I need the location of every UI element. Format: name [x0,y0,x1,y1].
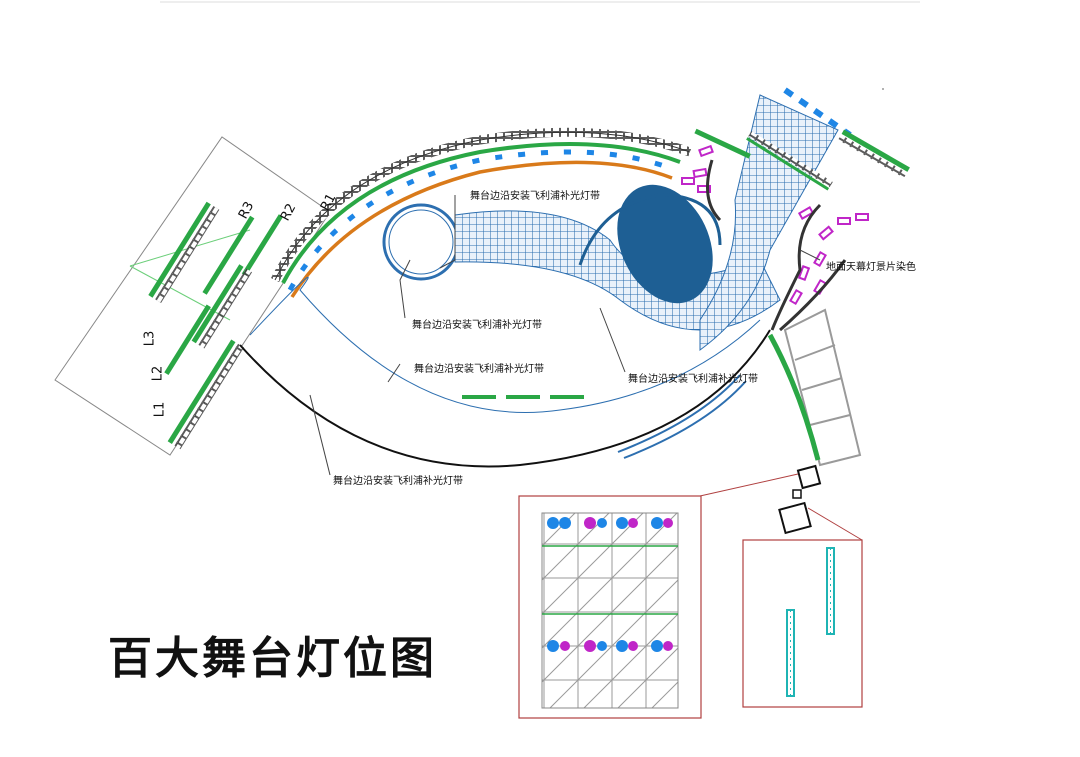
truss-detail-frame [742,539,863,708]
top-green-strip [281,142,681,284]
magenta-fixture [797,206,815,220]
upper-right-rigging [694,87,910,191]
light-bar-r2 [241,214,284,277]
right-truss-block [767,308,862,535]
light-bar-l2 [164,304,211,375]
magenta-fixtures [681,144,869,306]
led-mesh-ribbon [454,210,781,331]
dark-cable-right-2 [779,259,847,332]
speaker-box-large [778,501,812,535]
light-bar-r3-b [202,215,255,295]
light-bar-r3-a [148,201,220,304]
magenta-fixture [697,185,711,193]
zone-label-l3: L3 [142,330,158,347]
page-title: 百大舞台灯位图 [108,633,437,684]
annotation-lower-right: 舞台边沿安装飞利浦补光灯带 [628,374,758,385]
scaffold-grid [541,512,679,709]
detail-callout-truss [742,507,863,708]
magenta-fixture [797,265,811,281]
magenta-fixture [698,144,714,158]
moving-head-row-top [547,517,673,529]
light-bar-l1 [167,339,244,450]
round-stage [382,203,460,281]
round-stage-inner [388,209,454,275]
magenta-fixture [818,225,834,241]
annotation-outer-arc: 舞台边沿安装飞利浦补光灯带 [333,476,463,487]
disc-arc [578,193,722,266]
blue-spots-diagonal [783,87,852,138]
dark-cable-top [706,159,722,222]
light-bar-right-mid [746,131,833,191]
magenta-fixture [855,213,869,221]
annotation-circle-edge: 舞台边沿安装飞利浦补光灯带 [412,320,542,331]
moving-head-row-bottom [547,640,673,652]
annotation-ground-curtain: 地面天幕灯景片染色 [826,262,916,273]
magenta-fixture [813,250,827,268]
magenta-fixture [692,167,708,179]
stage-inner-edge [249,276,761,413]
magenta-fixture [837,217,851,225]
top-chain-edge [274,131,691,281]
led-mesh-rising [699,94,839,351]
annotation-top-strip: 舞台边沿安装飞利浦补光灯带 [470,191,600,202]
right-green-strip [767,333,821,461]
zone-label-l1: L1 [152,401,168,418]
magenta-fixture [681,177,695,185]
annotation-inner-arc: 舞台边沿安装飞利浦补光灯带 [414,364,544,375]
callout-leaders [309,195,821,476]
speaker-box [796,464,822,490]
light-bar-right-top [838,129,910,178]
left-wing-zone [54,136,331,456]
light-bar-right-small [694,128,751,159]
dark-cable-right [770,203,822,331]
speaker-box-small [792,489,802,499]
light-bar-l3 [191,264,253,349]
top-orange-strip [290,160,673,298]
upper-rigging-arc [270,127,692,298]
stage-outer-edge [239,329,771,468]
lower-right-strip-a [617,374,741,453]
detail-callout-scaffold [518,473,799,719]
central-disc [617,184,713,304]
lower-right-strip-b [623,380,747,459]
zone-label-l2: L2 [150,365,166,382]
magenta-fixture [789,288,803,306]
